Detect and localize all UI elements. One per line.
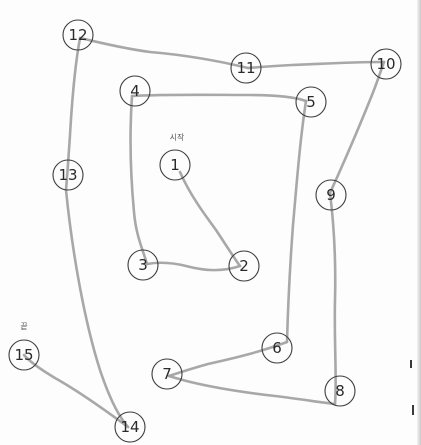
node-9: 9 [315, 179, 347, 211]
node-label: 3 [138, 256, 148, 274]
node-label: 2 [239, 257, 249, 275]
end-label: 끝 [20, 322, 27, 331]
node-label: 15 [14, 346, 33, 364]
trail-7-8 [167, 374, 337, 406]
node-7: 7 [151, 358, 183, 390]
trail-2-3 [145, 261, 242, 272]
node-14: 14 [114, 411, 146, 443]
node-4: 4 [119, 75, 151, 107]
node-label: 4 [130, 82, 140, 100]
node-label: 6 [272, 339, 282, 357]
node-8: 8 [324, 375, 356, 407]
node-10: 10 [370, 48, 402, 80]
node-label: 11 [236, 59, 255, 77]
trail-3-4 [129, 94, 149, 266]
trail-6-7 [167, 340, 289, 378]
node-11: 11 [230, 52, 262, 84]
node-label: 13 [58, 166, 77, 184]
start-label: 시작 [170, 132, 185, 142]
trail-8-9 [328, 191, 338, 406]
node-15: 15 [8, 339, 40, 371]
trail-14-15 [22, 353, 130, 429]
node-label: 5 [306, 93, 316, 111]
node-2: 2 [228, 250, 260, 282]
node-5: 5 [295, 86, 327, 118]
node-13: 13 [52, 159, 84, 191]
trail-1-2 [178, 170, 242, 268]
connecting-trail [22, 36, 386, 429]
node-label: 10 [376, 55, 395, 73]
trail-10-11 [246, 60, 386, 70]
trail-11-12 [78, 36, 250, 70]
scan-mark [412, 405, 414, 415]
trail-4-5 [130, 93, 308, 103]
page-edge-shadow [417, 0, 421, 445]
node-12: 12 [62, 19, 94, 51]
node-label: 12 [68, 26, 87, 44]
node-3: 3 [127, 249, 159, 281]
node-label: 14 [120, 418, 139, 436]
node-label: 8 [335, 382, 345, 400]
scan-mark [410, 360, 412, 368]
trail-5-6 [285, 99, 308, 344]
node-6: 6 [261, 332, 293, 364]
node-label: 7 [162, 365, 172, 383]
node-label: 1 [170, 156, 180, 174]
node-label: 9 [326, 186, 336, 204]
node-1: 1 [159, 149, 191, 181]
trail-13-14 [64, 188, 130, 429]
trail-12-13 [64, 36, 82, 192]
trail-9-10 [328, 60, 386, 195]
